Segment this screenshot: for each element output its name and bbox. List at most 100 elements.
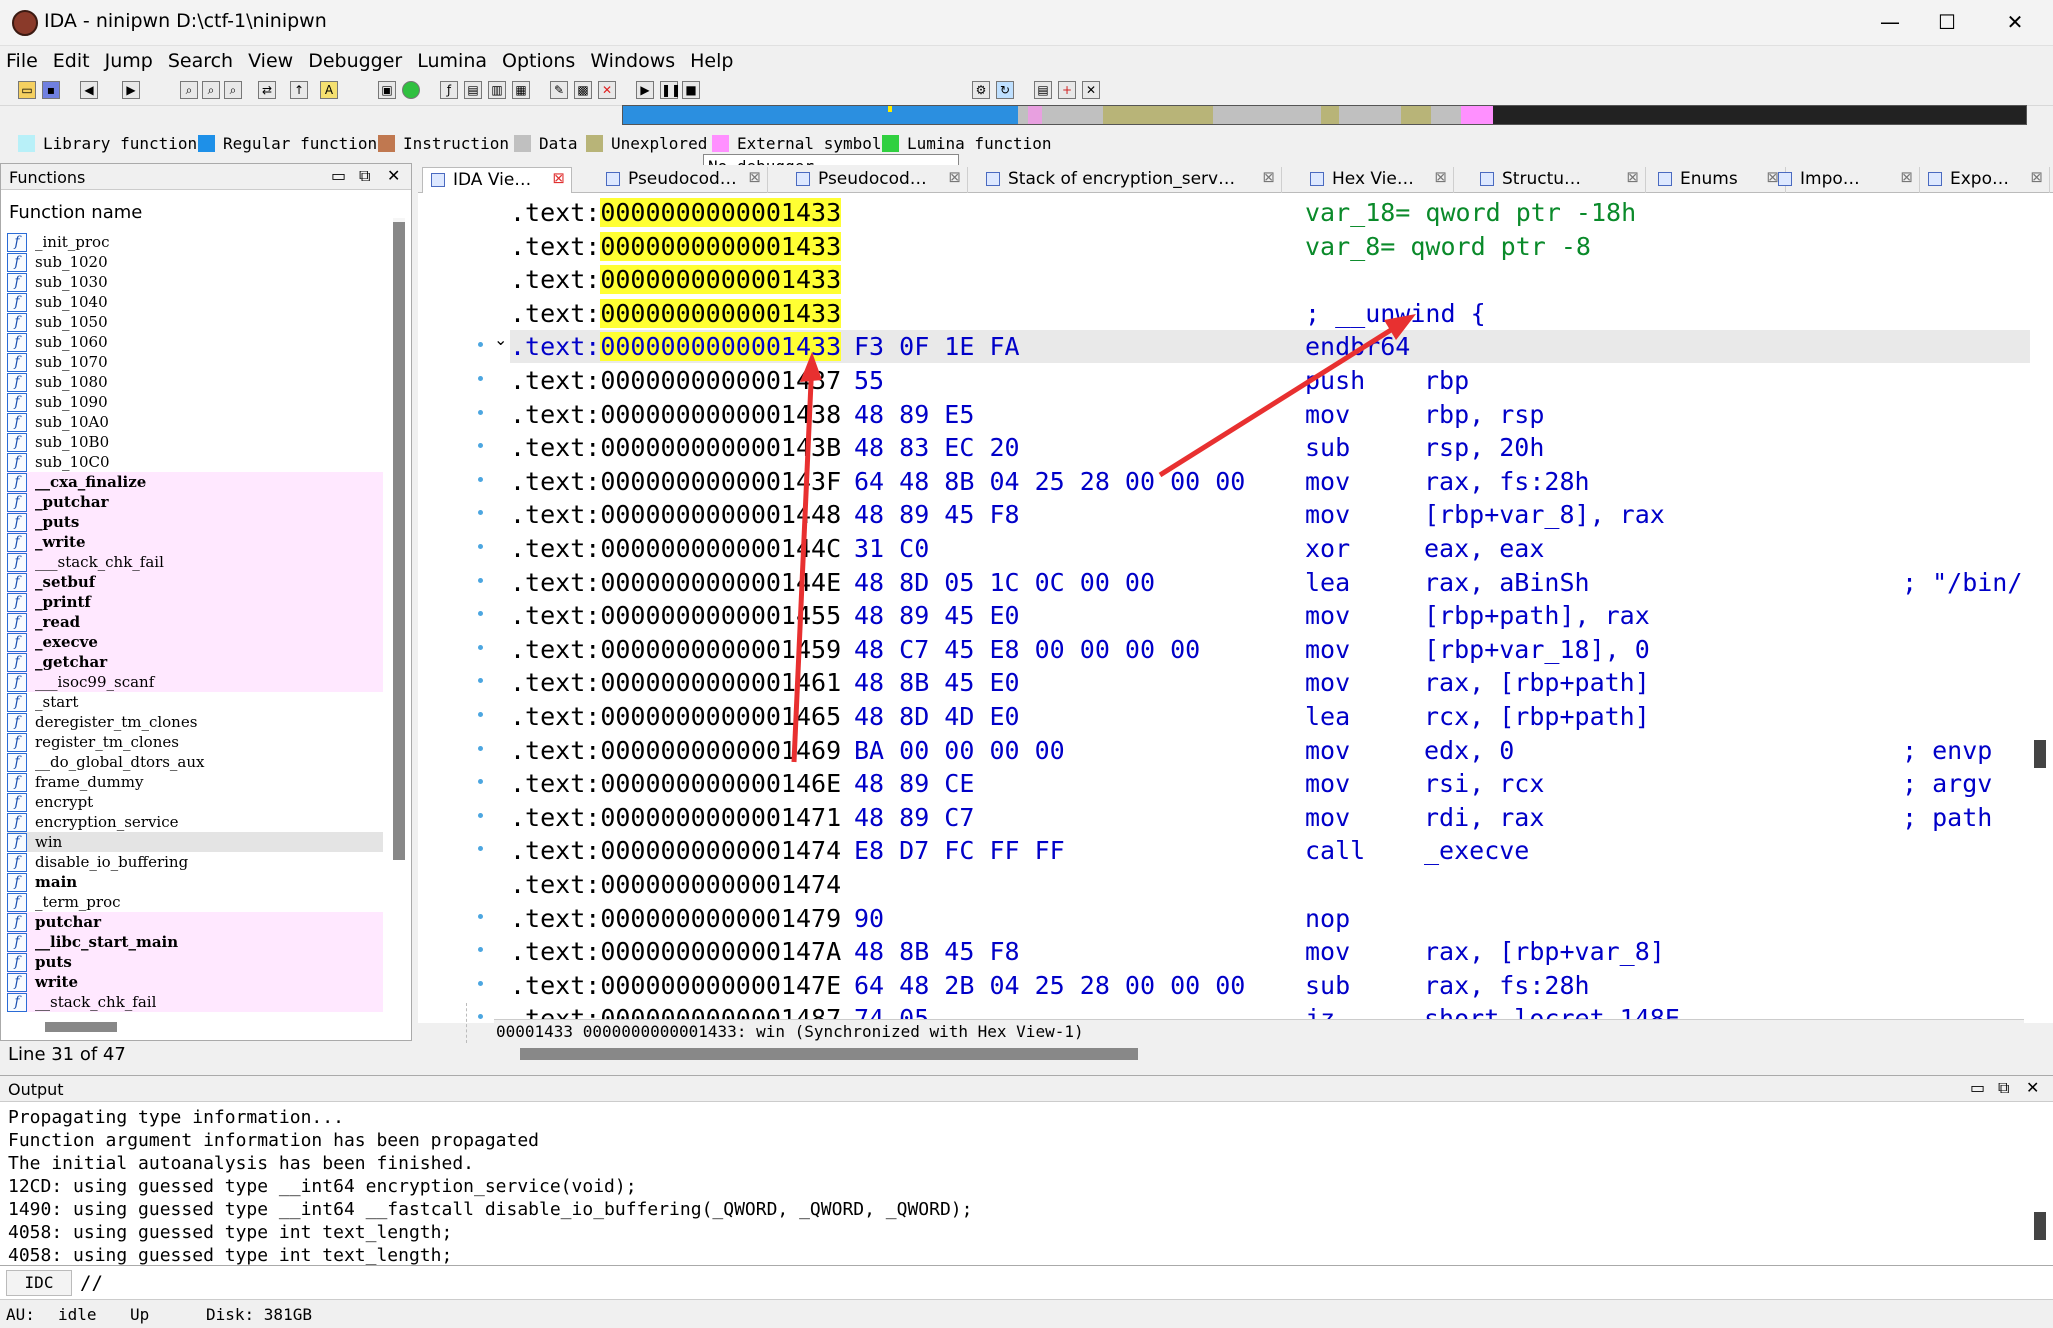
tab-close-icon[interactable]: ⊠ — [2030, 168, 2043, 186]
address[interactable]: 000000000000146E — [600, 769, 842, 799]
function-item[interactable]: f___isoc99_scanf — [7, 672, 383, 692]
mnemonic[interactable]: mov — [1305, 668, 1351, 698]
address[interactable]: 0000000000001433 — [600, 332, 842, 362]
function-item[interactable]: f_start — [7, 692, 383, 712]
refresh-icon[interactable]: ↻ — [996, 81, 1014, 99]
operands[interactable]: [rbp+path], rax — [1424, 601, 1650, 631]
operands[interactable]: rsi, rcx — [1424, 769, 1545, 799]
menu-view[interactable]: View — [248, 50, 294, 72]
disasm-line[interactable]: .text:0000000000001433 — [510, 263, 2030, 296]
tab-imports[interactable]: Impo…⊠ — [1770, 167, 1920, 193]
function-item[interactable]: f_init_proc — [7, 232, 383, 252]
panel-restore-icon[interactable]: ⧉ — [359, 166, 371, 185]
minimize-button[interactable]: — — [1880, 10, 1900, 34]
opcode-bytes[interactable]: E8 D7 FC FF FF — [854, 836, 1065, 866]
open-file-icon[interactable]: ▭ — [18, 81, 36, 99]
menu-edit[interactable]: Edit — [52, 50, 90, 72]
mnemonic[interactable]: var_18= qword ptr -18h — [1305, 198, 1637, 227]
operands[interactable]: [rbp+var_18], 0 — [1424, 634, 1650, 664]
code-icon[interactable]: ▤ — [464, 81, 482, 99]
address[interactable]: 0000000000001438 — [600, 399, 842, 429]
tab-pseudocode-1[interactable]: Pseudocod…⊠ — [598, 167, 768, 193]
function-item[interactable]: f_term_proc — [7, 892, 383, 912]
function-item[interactable]: f_puts — [7, 512, 383, 532]
function-item[interactable]: f_write — [7, 532, 383, 552]
address[interactable]: 0000000000001479 — [600, 903, 842, 933]
function-item[interactable]: f__cxa_finalize — [7, 472, 383, 492]
address[interactable]: 000000000000147E — [600, 970, 842, 1000]
tab-hex-view[interactable]: Hex Vie…⊠ — [1302, 167, 1454, 193]
panel-close-icon[interactable]: ✕ — [2026, 1078, 2040, 1097]
function-name-column-header[interactable]: Function name — [9, 202, 143, 223]
opcode-bytes[interactable]: 48 83 EC 20 — [854, 433, 1020, 463]
attach-icon[interactable]: ⚙ — [972, 81, 990, 99]
mnemonic[interactable]: mov — [1305, 399, 1351, 429]
menu-search[interactable]: Search — [167, 50, 234, 72]
opcode-bytes[interactable]: 48 8B 45 E0 — [854, 668, 1020, 698]
address[interactable]: 0000000000001471 — [600, 802, 842, 832]
address[interactable]: 0000000000001433 — [600, 231, 842, 261]
opcode-bytes[interactable]: 64 48 2B 04 25 28 00 00 00 — [854, 970, 1246, 1000]
stop-icon[interactable]: ■ — [682, 81, 700, 99]
mnemonic[interactable]: endbr64 — [1305, 332, 1411, 362]
opcode-bytes[interactable]: 31 C0 — [854, 534, 930, 563]
mnemonic[interactable]: mov — [1305, 466, 1351, 496]
mnemonic[interactable]: lea — [1305, 567, 1351, 597]
operands[interactable]: rax, aBinSh — [1424, 567, 1590, 597]
tab-close-icon[interactable]: ⊠ — [552, 169, 565, 187]
function-icon[interactable]: ƒ — [440, 81, 458, 99]
opcode-bytes[interactable]: 48 C7 45 E8 00 00 00 00 — [854, 634, 1201, 664]
operands[interactable]: _execve — [1424, 836, 1530, 866]
pause-icon[interactable]: ❚❚ — [660, 81, 682, 99]
menu-help[interactable]: Help — [690, 50, 734, 72]
address[interactable]: 0000000000001437 — [600, 366, 842, 395]
operands[interactable]: rax, fs:28h — [1424, 466, 1590, 496]
address[interactable]: 0000000000001433 — [600, 198, 842, 227]
comment[interactable]: ; "/bin/ — [1902, 567, 2023, 597]
opcode-bytes[interactable]: 48 89 E5 — [854, 399, 975, 429]
address[interactable]: 0000000000001433 — [600, 265, 842, 295]
panel-close-icon[interactable]: ✕ — [387, 166, 401, 185]
panel-float-icon[interactable]: ▭ — [331, 166, 347, 185]
opcode-bytes[interactable]: 48 8D 05 1C 0C 00 00 — [854, 567, 1156, 597]
address[interactable]: 0000000000001455 — [600, 601, 842, 631]
address[interactable]: 000000000000144E — [600, 567, 842, 597]
operands[interactable]: rcx, [rbp+path] — [1424, 702, 1650, 731]
navigation-band[interactable] — [622, 105, 2027, 125]
operands[interactable]: rsp, 20h — [1424, 433, 1545, 463]
menu-options[interactable]: Options — [502, 50, 576, 72]
patch-icon[interactable]: ✎ — [550, 81, 568, 99]
run-icon[interactable]: ▶ — [636, 81, 654, 99]
function-list-hscroll-thumb[interactable] — [45, 1022, 117, 1032]
opcode-bytes[interactable]: 48 89 C7 — [854, 802, 975, 832]
mnemonic[interactable]: mov — [1305, 500, 1351, 530]
function-item[interactable]: f_read — [7, 612, 383, 632]
function-item[interactable]: f_printf — [7, 592, 383, 612]
mnemonic[interactable]: ; __unwind { — [1305, 298, 1486, 328]
address[interactable]: 000000000000147A — [600, 937, 842, 967]
mnemonic[interactable]: push — [1305, 366, 1366, 395]
array-icon[interactable]: ▦ — [512, 81, 530, 99]
idc-language-button[interactable]: IDC — [6, 1270, 72, 1296]
mnemonic[interactable]: call — [1305, 836, 1366, 866]
operands[interactable]: [rbp+var_8], rax — [1424, 500, 1665, 530]
undefine-icon[interactable]: ✕ — [598, 81, 616, 99]
mnemonic[interactable]: mov — [1305, 601, 1351, 631]
opcode-bytes[interactable]: 55 — [854, 366, 885, 395]
